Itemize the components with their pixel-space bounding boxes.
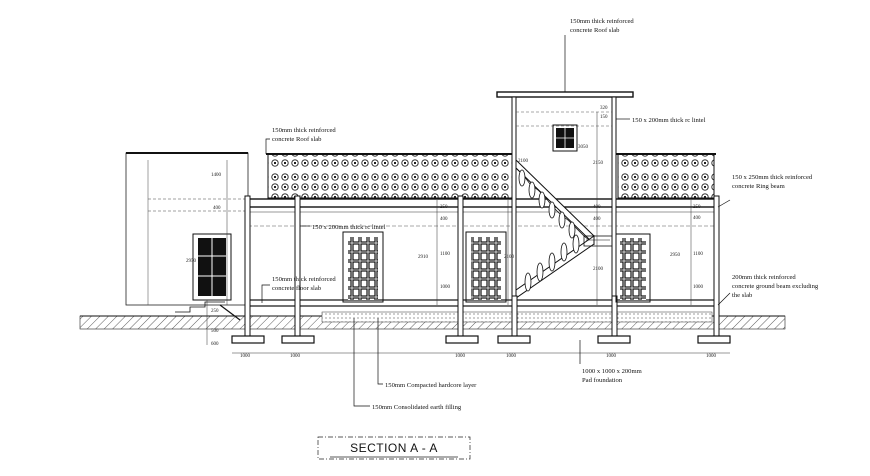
stair-tower bbox=[496, 91, 634, 308]
dim-150: 150 bbox=[600, 115, 608, 120]
dim-2950-right: 2950 bbox=[670, 253, 681, 258]
dim-pad-2: 1000 bbox=[290, 354, 301, 359]
left-annex bbox=[125, 152, 249, 306]
dim-1100-mid: 1100 bbox=[440, 252, 450, 257]
dim-400-mid: 400 bbox=[440, 217, 448, 222]
annotations: 150mm thick reinforced concrete Roof sla… bbox=[272, 18, 819, 411]
note-floor-slab-2: concrete floor slab bbox=[272, 285, 322, 292]
dim-pad-4: 1000 bbox=[506, 354, 517, 359]
entry-steps bbox=[175, 301, 241, 321]
dim-1400: 1400 bbox=[211, 173, 222, 178]
dim-250-left: 250 bbox=[211, 309, 219, 314]
dim-3050: 3050 bbox=[578, 145, 589, 150]
pad-foundations bbox=[231, 335, 731, 344]
dim-1100-right: 1100 bbox=[693, 252, 703, 257]
dim-400-stair-2: 400 bbox=[593, 217, 601, 222]
note-ring-beam-2: concrete Ring beam bbox=[732, 183, 786, 190]
dim-pad-5: 1000 bbox=[606, 354, 617, 359]
dim-600-left: 600 bbox=[211, 342, 219, 347]
parapet-right bbox=[617, 153, 715, 199]
note-lintel-mid: 150 x 200mm thick rc lintel bbox=[312, 224, 386, 231]
note-ground-beam-3: the slab bbox=[732, 292, 753, 299]
dim-2950-left: 2950 bbox=[186, 259, 197, 264]
note-earth-fill: 150mm Consolidated earth filling bbox=[372, 404, 462, 411]
note-ring-beam-1: 150 x 250mm thick reinforced bbox=[732, 174, 813, 181]
note-ground-beam-2: concrete ground beam excluding bbox=[732, 283, 819, 290]
dim-2150-top: 2150 bbox=[593, 161, 604, 166]
stair-flights bbox=[515, 158, 613, 299]
dim-2100-mid: 2100 bbox=[504, 255, 515, 260]
dim-2100-top: 2100 bbox=[518, 159, 529, 164]
dimension-lines bbox=[206, 112, 730, 354]
section-title-block: SECTION A - A bbox=[317, 436, 471, 460]
note-roof-left-1: 150mm thick reinforced bbox=[272, 127, 336, 134]
note-roof-left-2: concrete Roof slab bbox=[272, 136, 322, 143]
dimension-labels: 1400 400 2950 250 500 600 250 400 2910 1… bbox=[186, 106, 717, 359]
dim-pad-6: 1000 bbox=[706, 354, 717, 359]
dim-1000-mid: 1000 bbox=[440, 285, 451, 290]
parapet-left bbox=[267, 153, 513, 199]
dim-pad-3: 1000 bbox=[455, 354, 466, 359]
note-pad-2: Pad foundation bbox=[582, 377, 623, 384]
leader-lines bbox=[261, 35, 731, 407]
note-ground-beam-1: 200mm thick reinforced bbox=[732, 274, 796, 281]
note-lintel-top: 150 x 200mm thick rc lintel bbox=[632, 117, 706, 124]
note-hardcore: 150mm Compacted hardcore layer bbox=[385, 382, 477, 389]
door-1 bbox=[342, 231, 384, 303]
dim-pad-1: 1000 bbox=[240, 354, 251, 359]
section-title: SECTION A - A bbox=[350, 441, 438, 455]
dim-250-mid: 250 bbox=[440, 205, 448, 210]
dim-250-right: 250 bbox=[693, 205, 701, 210]
note-floor-slab-1: 150mm thick reinforced bbox=[272, 276, 336, 283]
dim-500-left: 500 bbox=[211, 329, 219, 334]
note-roof-top-1: 150mm thick reinforced bbox=[570, 18, 634, 25]
dim-1000-right: 1000 bbox=[693, 285, 704, 290]
dim-320: 320 bbox=[600, 106, 608, 111]
door-2 bbox=[465, 231, 507, 303]
left-window bbox=[192, 233, 232, 301]
door-3 bbox=[615, 233, 651, 303]
dim-2910: 2910 bbox=[418, 255, 429, 260]
note-pad-1: 1000 x 1000 x 200mm bbox=[582, 368, 643, 375]
note-roof-top-2: concrete Roof slab bbox=[570, 27, 620, 34]
dim-400-right: 400 bbox=[693, 216, 701, 221]
dim-400-stair: 400 bbox=[593, 205, 601, 210]
dim-400-left: 400 bbox=[213, 206, 221, 211]
dim-2100-stair: 2100 bbox=[593, 267, 604, 272]
